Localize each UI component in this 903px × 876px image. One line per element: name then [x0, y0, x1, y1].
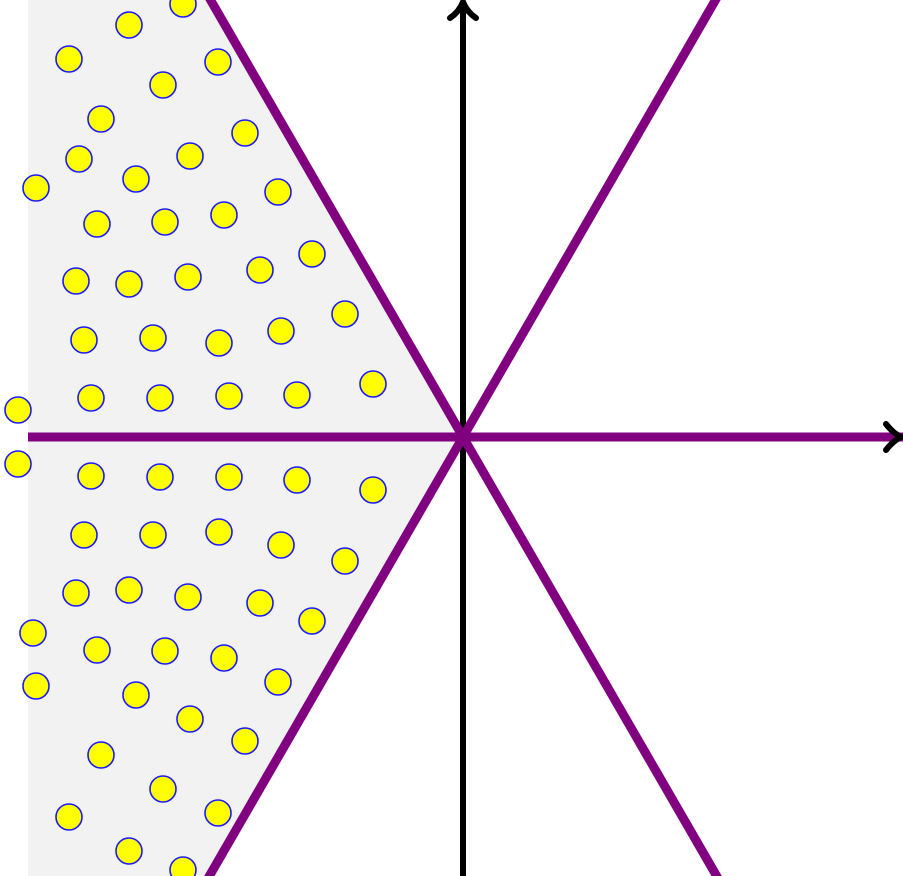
- dot: [151, 637, 179, 665]
- dot: [122, 681, 150, 709]
- dot: [87, 105, 115, 133]
- dot: [210, 201, 238, 229]
- dot: [115, 11, 143, 39]
- dot: [122, 165, 150, 193]
- dot: [231, 727, 259, 755]
- dot: [65, 145, 93, 173]
- dot: [55, 45, 83, 73]
- dot: [149, 71, 177, 99]
- y-axis-arrowhead: [447, 0, 479, 21]
- dot: [176, 142, 204, 170]
- dot: [210, 644, 238, 672]
- dot: [283, 381, 311, 409]
- dot: [4, 396, 32, 424]
- dot: [215, 463, 243, 491]
- dot: [215, 382, 243, 410]
- dot: [331, 547, 359, 575]
- dot: [55, 803, 83, 831]
- dot: [359, 476, 387, 504]
- dot: [169, 0, 197, 18]
- dot: [176, 705, 204, 733]
- dot: [146, 384, 174, 412]
- dot: [87, 741, 115, 769]
- dot: [62, 267, 90, 295]
- dot: [139, 521, 167, 549]
- dot: [70, 521, 98, 549]
- dot: [151, 208, 179, 236]
- dot: [83, 636, 111, 664]
- dot: [267, 531, 295, 559]
- dot-cluster: [4, 0, 387, 876]
- dot: [331, 300, 359, 328]
- dot: [246, 256, 274, 284]
- dot: [174, 263, 202, 291]
- dot: [359, 370, 387, 398]
- dot: [70, 326, 98, 354]
- dot: [139, 324, 167, 352]
- x-axis-arrowhead: [883, 421, 903, 453]
- dot: [174, 583, 202, 611]
- dot: [231, 119, 259, 147]
- dot: [149, 775, 177, 803]
- dot: [204, 48, 232, 76]
- dot: [264, 178, 292, 206]
- dot: [22, 672, 50, 700]
- dot: [264, 668, 292, 696]
- dot: [115, 837, 143, 865]
- dot: [146, 463, 174, 491]
- line-120: [205, 0, 722, 876]
- dot: [4, 450, 32, 478]
- dot: [246, 589, 274, 617]
- dot: [115, 270, 143, 298]
- dot: [22, 174, 50, 202]
- dot: [83, 210, 111, 238]
- dot: [204, 799, 232, 827]
- dot: [62, 579, 90, 607]
- dot: [298, 240, 326, 268]
- dot: [19, 619, 47, 647]
- dot: [205, 518, 233, 546]
- dot: [77, 384, 105, 412]
- dot: [283, 466, 311, 494]
- dot: [115, 576, 143, 604]
- dot: [298, 607, 326, 635]
- dot: [205, 329, 233, 357]
- dot: [169, 856, 197, 876]
- dot: [77, 462, 105, 490]
- dot: [267, 317, 295, 345]
